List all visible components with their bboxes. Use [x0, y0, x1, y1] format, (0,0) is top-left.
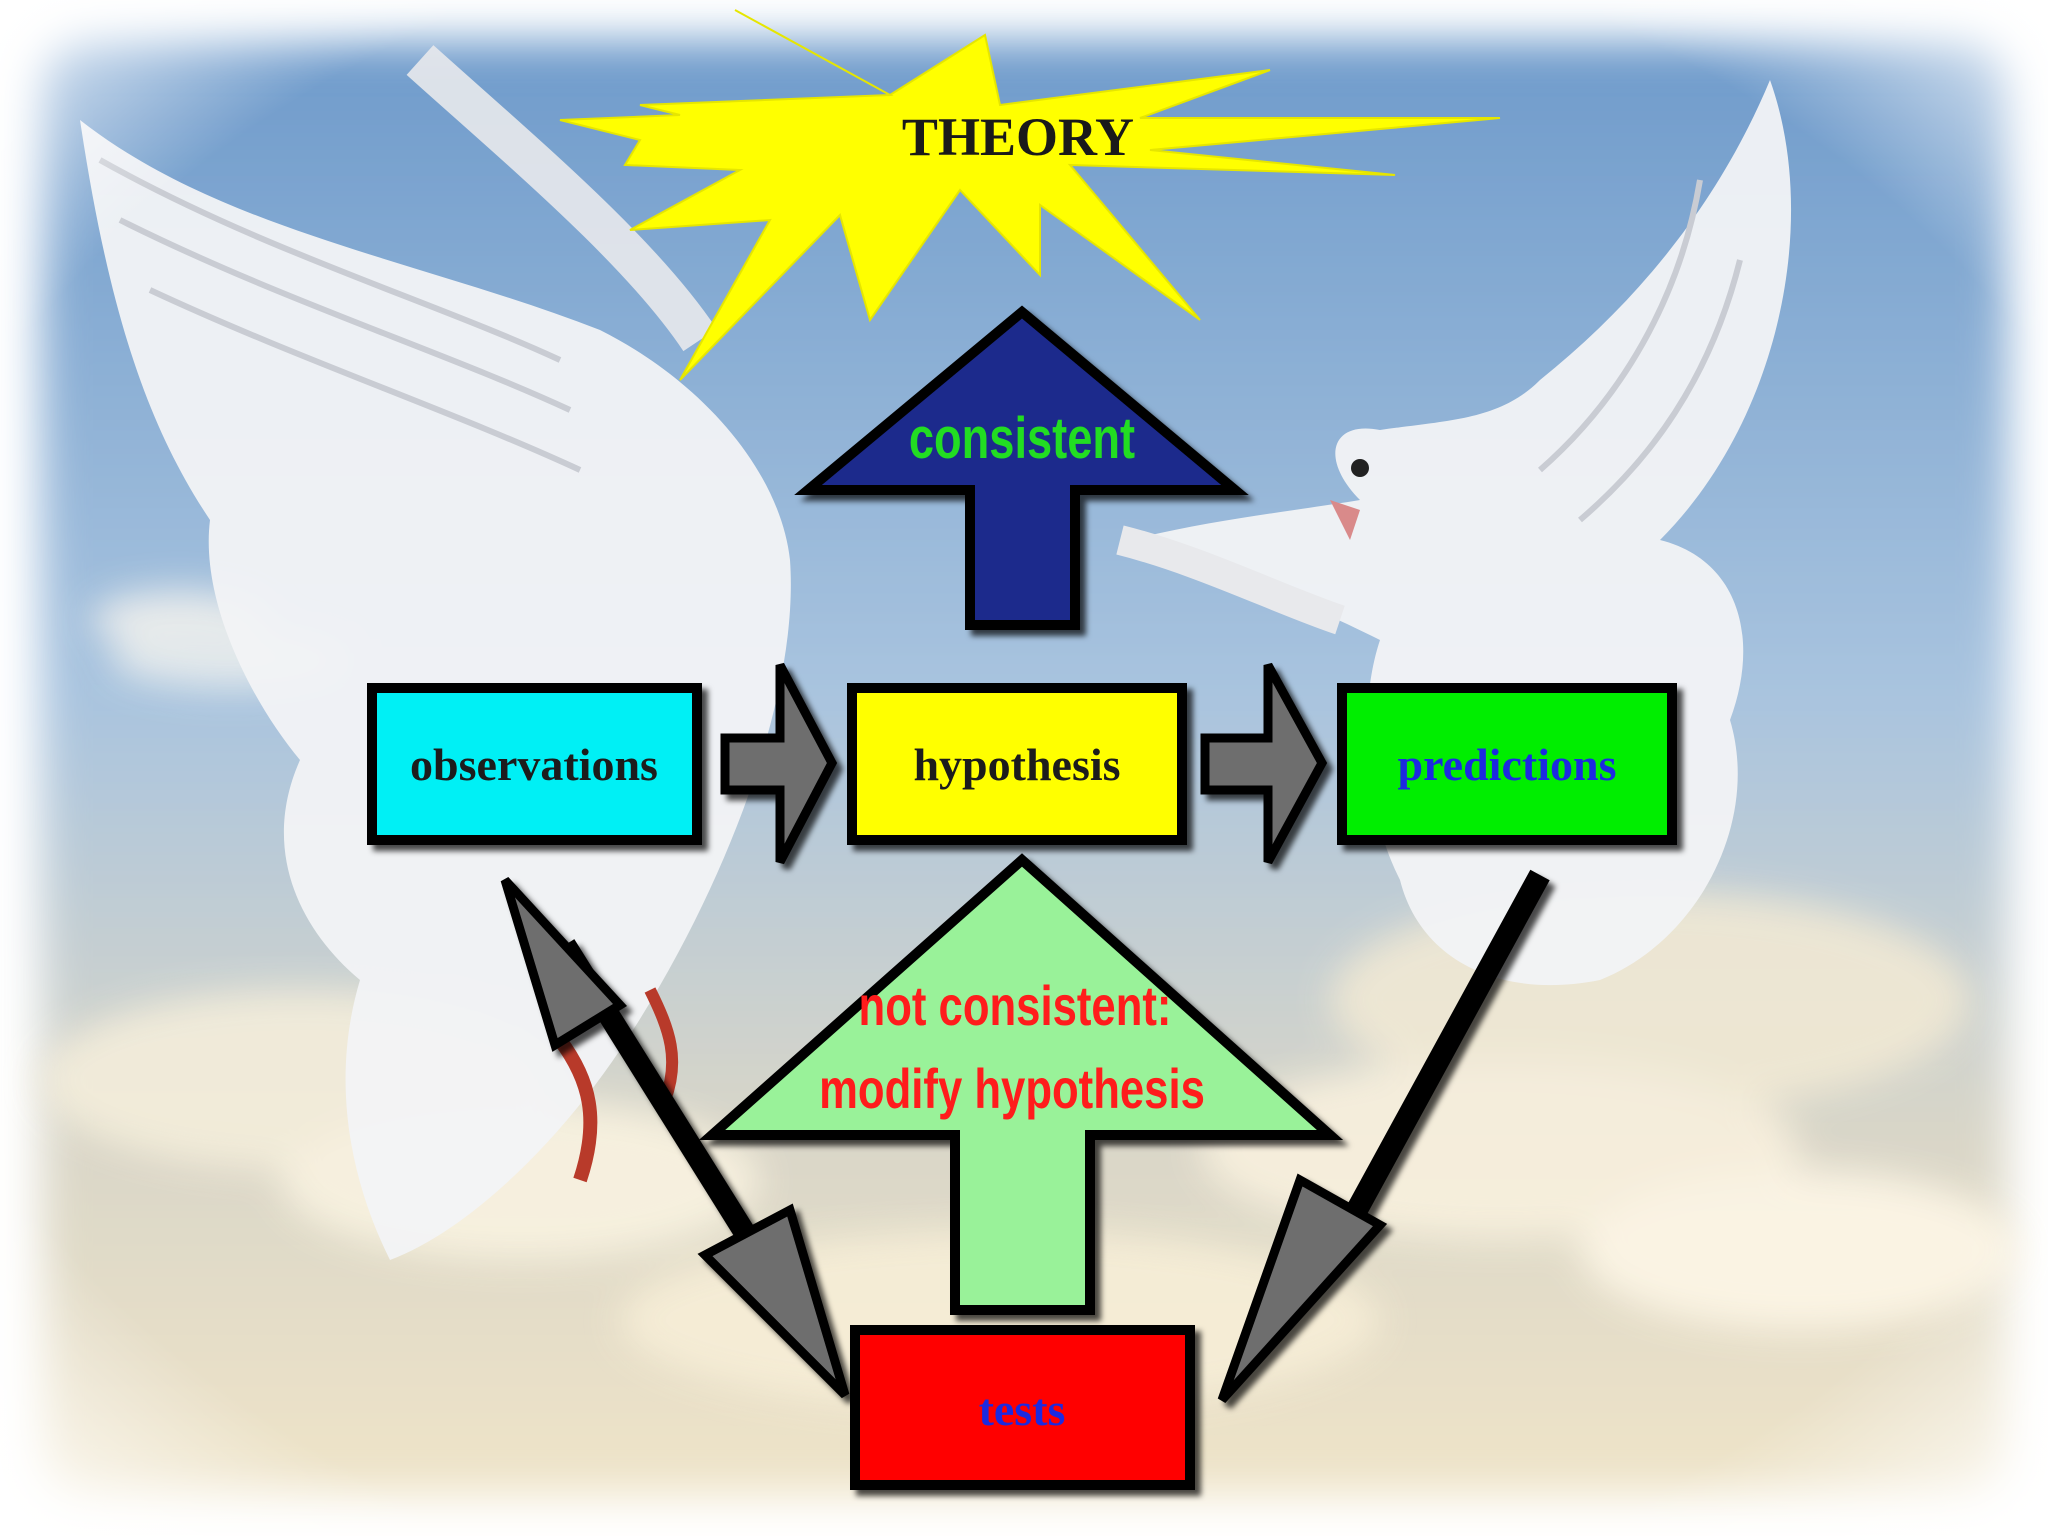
- predictions-box: predictions: [1342, 688, 1672, 840]
- not-consistent-label-line1: not consistent:: [859, 975, 1172, 1037]
- observations-box: observations: [372, 688, 697, 840]
- observations-label: observations: [410, 739, 658, 790]
- hypothesis-box: hypothesis: [852, 688, 1182, 840]
- hypothesis-label: hypothesis: [913, 739, 1120, 790]
- predictions-label: predictions: [1398, 739, 1617, 790]
- not-consistent-label-line2: modify hypothesis: [819, 1058, 1205, 1120]
- consistent-label: consistent: [909, 407, 1135, 472]
- theory-label: THEORY: [902, 107, 1134, 167]
- tests-box: tests: [855, 1330, 1190, 1485]
- tests-label: tests: [979, 1384, 1066, 1435]
